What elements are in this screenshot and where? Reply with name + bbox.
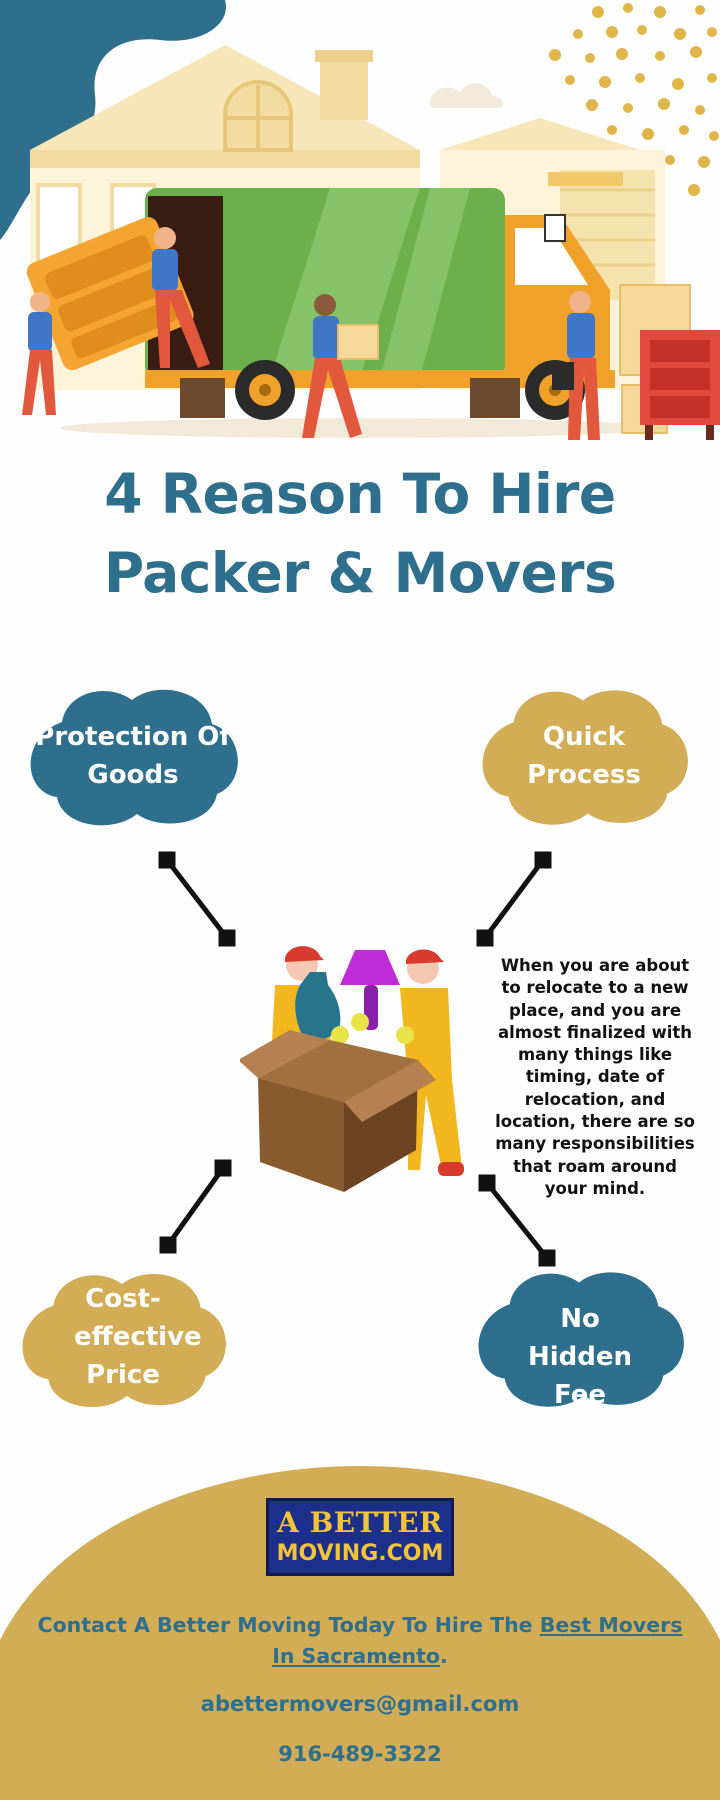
page-title: 4 Reason To Hire Packer & Movers [103,462,617,605]
reason-cloud-quick-process: Quick Process [474,682,694,830]
cloud-shape [22,1273,226,1408]
cloud-shape [30,689,238,826]
logo-text-line2: MOVING.COM [276,1541,444,1566]
best-movers-link[interactable]: Best Movers In Sacramento [272,1613,683,1668]
contact-phone[interactable]: 916-489-3322 [278,1742,442,1766]
reason-cloud-no-hidden-fee: No Hidden Fee [470,1264,690,1412]
sky-cloud [429,83,504,108]
connector-line [482,857,546,941]
movers-with-box-illustration [240,946,464,1192]
reason-cloud-protection-of-goods: Protection Of Goods [22,682,244,830]
connector-line [484,1180,550,1261]
red-drawer-illustration [640,330,720,440]
footer-background [0,1466,720,1800]
logo-text-line1: A BETTER [277,1506,443,1539]
connector-line [165,1165,226,1248]
reason-label: Cost-effective Price [74,1284,202,1390]
mover-figure [22,292,56,415]
reason-cloud-cost-effective-price: Cost-effective Price [14,1264,232,1414]
mover-figure [302,294,379,438]
mover-figure [552,291,600,440]
contact-line: Contact A Better Moving Today To Hire Th… [30,1610,690,1672]
mover-figure [152,227,210,368]
description-text: When you are about to relocate to a new … [495,956,695,1198]
decorative-blob [0,0,226,240]
hero-illustration [0,0,720,440]
reason-label: Protection Of Goods [35,722,231,790]
connector-line [164,857,230,941]
cloud-shape [478,1272,684,1407]
company-logo: A BETTER MOVING.COM [266,1498,454,1576]
reason-label: No Hidden Fee [527,1304,633,1410]
reason-label: Quick Process [527,722,641,790]
cloud-shape [482,690,688,825]
dresser-illustration [26,217,194,371]
contact-email[interactable]: abettermovers@gmail.com [200,1692,520,1716]
contact-suffix: . [440,1644,448,1668]
contact-prefix: Contact A Better Moving Today To Hire Th… [37,1613,540,1637]
